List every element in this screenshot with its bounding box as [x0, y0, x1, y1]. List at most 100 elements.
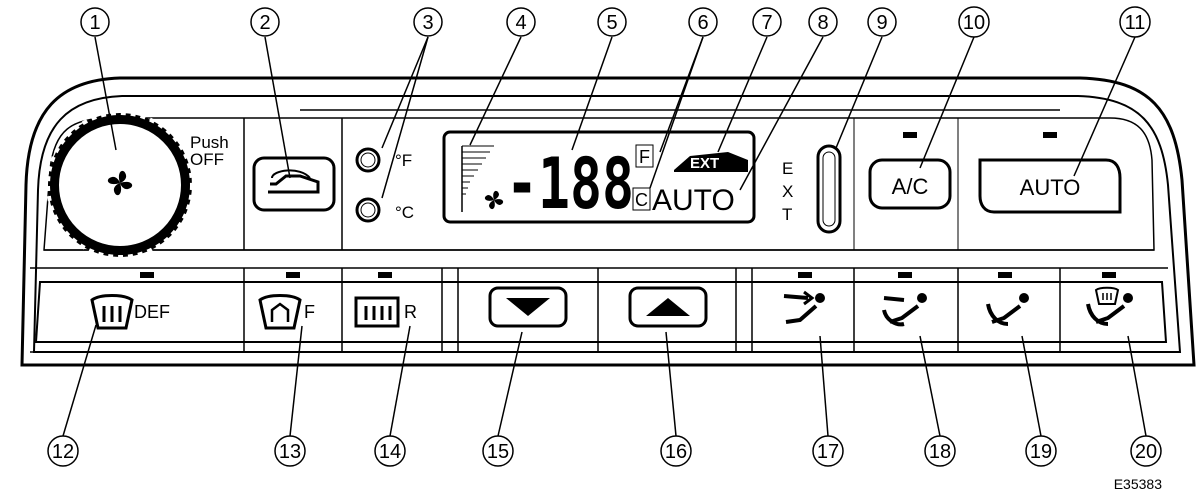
- lcd-display: -188 F C EXT AUTO: [442, 130, 756, 225]
- temperature-digits: -188: [506, 143, 634, 225]
- ac-button-label: A/C: [892, 174, 929, 199]
- down-arrow-icon: [506, 298, 550, 316]
- svg-text:3: 3: [422, 12, 433, 34]
- fan-speed-bar-icon: [461, 145, 494, 212]
- ac-indicator-led: [903, 132, 917, 138]
- up-arrow-icon: [646, 298, 690, 316]
- panel-inner: [32, 95, 1182, 353]
- leader-lines: [62, 36, 1147, 437]
- ac-button[interactable]: A/C: [868, 158, 952, 210]
- svg-text:18: 18: [929, 441, 951, 463]
- rear-defrost-icon: [354, 296, 400, 328]
- svg-text:16: 16: [665, 441, 687, 463]
- rear-defrost-indicator-led: [378, 272, 392, 278]
- bi-level-vent-icon: [882, 293, 927, 327]
- auto-button[interactable]: AUTO: [978, 158, 1122, 214]
- callout-2: 2: [250, 7, 280, 37]
- recirculation-button[interactable]: [252, 156, 336, 212]
- display-fan-icon: [484, 190, 504, 210]
- callout-1: 1: [80, 7, 110, 37]
- svg-text:12: 12: [52, 441, 74, 463]
- auto-indicator-led: [1043, 132, 1057, 138]
- fan-knob[interactable]: [46, 111, 194, 259]
- bottom-row-frame: [34, 281, 1168, 343]
- ext-vertical-e: E: [782, 159, 793, 178]
- svg-text:11: 11: [1125, 12, 1146, 34]
- svg-text:4: 4: [515, 12, 526, 34]
- display-unit-f: F: [639, 147, 650, 167]
- feet-vent-icon: [986, 293, 1029, 326]
- def-indicator-led: [140, 272, 154, 278]
- svg-text:6: 6: [697, 12, 708, 34]
- front-defrost-button[interactable]: F: [258, 294, 315, 330]
- fan-icon: [107, 170, 133, 196]
- temperature-down-button[interactable]: [488, 286, 568, 328]
- callout-14: 14: [374, 435, 406, 467]
- svg-text:19: 19: [1030, 441, 1052, 463]
- temperature-up-button[interactable]: [628, 286, 708, 328]
- fahrenheit-label: °F: [395, 151, 412, 170]
- bi-level-indicator-led: [898, 272, 912, 278]
- feet-defrost-vent-icon: [1086, 286, 1133, 326]
- ext-switch[interactable]: [816, 144, 842, 234]
- face-vent-icon: [783, 290, 825, 324]
- callout-4: 4: [506, 7, 536, 37]
- ext-badge-text: EXT: [690, 155, 719, 172]
- rear-defrost-label: R: [404, 302, 417, 322]
- front-defrost-icon: [258, 294, 302, 330]
- face-vent-button[interactable]: [783, 290, 825, 324]
- svg-text:15: 15: [487, 441, 509, 463]
- callout-17: 17: [812, 435, 844, 467]
- ext-vertical-t: T: [782, 205, 792, 224]
- callout-19: 19: [1025, 435, 1057, 467]
- callout-15: 15: [482, 435, 514, 467]
- svg-text:5: 5: [606, 12, 617, 34]
- rear-defrost-button[interactable]: R: [354, 296, 417, 328]
- face-vent-indicator-led: [798, 272, 812, 278]
- feet-vent-indicator-led: [998, 272, 1012, 278]
- callout-5: 5: [597, 7, 627, 37]
- recirculation-icon: [268, 169, 320, 194]
- ext-vertical-x: X: [782, 182, 793, 201]
- display-auto: AUTO: [652, 184, 735, 217]
- callout-7: 7: [752, 7, 782, 37]
- svg-text:9: 9: [876, 12, 887, 34]
- feet-vent-button[interactable]: [986, 293, 1029, 326]
- front-defrost-indicator-led: [286, 272, 300, 278]
- feet-defrost-indicator-led: [1102, 272, 1116, 278]
- feet-defrost-vent-button[interactable]: [1086, 286, 1133, 326]
- svg-text:17: 17: [817, 441, 839, 463]
- callout-9: 9: [867, 7, 897, 37]
- svg-text:14: 14: [379, 441, 401, 463]
- celsius-label: °C: [395, 203, 414, 222]
- display-unit-c: C: [635, 190, 648, 210]
- callout-10: 10: [958, 6, 990, 38]
- bi-level-vent-button[interactable]: [882, 293, 927, 327]
- panel-outer: [20, 76, 1196, 367]
- figure-reference: E35383: [1113, 476, 1162, 492]
- callout-3: 3: [413, 7, 443, 37]
- fan-knob-label-off: OFF: [190, 150, 224, 169]
- svg-text:10: 10: [963, 12, 985, 34]
- def-label: DEF: [134, 302, 170, 322]
- fan-knob-label-push: Push: [190, 133, 229, 152]
- callout-13: 13: [274, 435, 306, 467]
- callout-8: 8: [808, 7, 838, 37]
- callout-11: 11: [1119, 6, 1151, 38]
- auto-button-label: AUTO: [1020, 175, 1081, 200]
- svg-text:2: 2: [259, 12, 270, 34]
- max-defrost-button[interactable]: DEF: [90, 294, 170, 330]
- ext-badge: EXT: [674, 152, 748, 172]
- callout-16: 16: [660, 435, 692, 467]
- windshield-defrost-icon: [90, 294, 134, 330]
- celsius-indicator: [355, 197, 381, 223]
- upper-section: [43, 117, 1155, 251]
- callout-18: 18: [924, 435, 956, 467]
- svg-text:13: 13: [279, 441, 301, 463]
- front-defrost-label: F: [304, 302, 315, 322]
- callout-6: 6: [688, 7, 718, 37]
- svg-text:1: 1: [89, 12, 100, 34]
- callout-20: 20: [1130, 435, 1162, 467]
- fahrenheit-indicator: [355, 147, 381, 173]
